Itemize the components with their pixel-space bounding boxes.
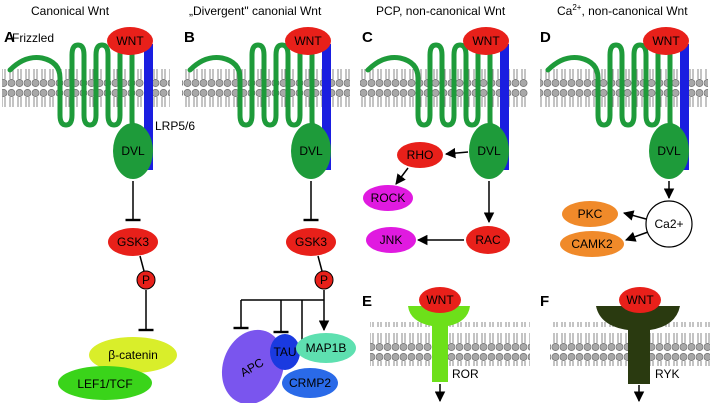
svg-text:P: P — [320, 273, 328, 287]
lrp-coreceptor-b — [322, 44, 331, 170]
svg-text:DVL: DVL — [121, 144, 145, 158]
dvl-node-a: DVL — [113, 123, 153, 179]
svg-text:P: P — [142, 273, 150, 287]
lef-tcf-node: LEF1/TCF — [58, 366, 152, 400]
gsk3-node-b: GSK3 — [286, 228, 336, 256]
wnt-ligand-d: WNT — [643, 27, 689, 55]
panel-letter-d: D — [540, 29, 551, 46]
wnt-ligand-f: WNT — [619, 287, 661, 313]
svg-text:MAP1B: MAP1B — [306, 341, 347, 355]
arrow-rho-rock — [395, 167, 409, 185]
ror-label: ROR — [452, 367, 479, 381]
panel-b-title: „Divergent" canonial Wnt — [189, 4, 322, 18]
wnt-ligand-c: WNT — [463, 27, 509, 55]
svg-text:PKC: PKC — [578, 207, 603, 221]
svg-text:JNK: JNK — [380, 233, 403, 247]
svg-text:WNT: WNT — [626, 293, 654, 307]
svg-text:RHO: RHO — [407, 148, 434, 162]
dvl-node-b: DVL — [291, 123, 331, 179]
gsk3-to-phospho-a — [139, 255, 145, 272]
camk2-node: CAMK2 — [560, 231, 624, 257]
svg-text:RAC: RAC — [475, 233, 501, 247]
ryk-label: RYK — [655, 367, 679, 381]
svg-text:ROCK: ROCK — [371, 191, 406, 205]
lrp-coreceptor-d — [680, 44, 689, 170]
phospho-node-a: P — [136, 270, 156, 290]
svg-text:WNT: WNT — [116, 34, 144, 48]
svg-text:DVL: DVL — [299, 144, 323, 158]
ror-receptor — [408, 306, 470, 382]
arrow-ca2-pkc — [622, 210, 647, 221]
phospho-node-b: P — [314, 270, 334, 290]
gsk3-to-phospho-b — [317, 255, 323, 272]
crmp2-node: CRMP2 — [282, 368, 338, 398]
panel-letter-c: C — [362, 29, 373, 46]
svg-text:DVL: DVL — [657, 144, 681, 158]
svg-text:WNT: WNT — [294, 34, 322, 48]
panel-a-title: Canonical Wnt — [31, 4, 110, 18]
dvl-node-d: DVL — [649, 123, 689, 179]
rac-node: RAC — [466, 226, 510, 254]
svg-text:TAU: TAU — [273, 345, 296, 359]
svg-text:LEF1/TCF: LEF1/TCF — [77, 377, 132, 391]
membrane-e — [370, 322, 530, 366]
svg-text:β-catenin: β-catenin — [108, 348, 158, 362]
tau-node: TAU — [270, 334, 300, 370]
beta-catenin-node: β-catenin — [89, 337, 177, 373]
frizzled-label: Frizzled — [12, 31, 54, 45]
wnt-ligand-e: WNT — [419, 287, 461, 313]
rock-node: ROCK — [363, 185, 413, 211]
lrp-coreceptor-c — [500, 44, 509, 170]
svg-text:DVL: DVL — [477, 144, 501, 158]
svg-text:Ca2+: Ca2+ — [654, 217, 683, 231]
svg-text:GSK3: GSK3 — [295, 235, 327, 249]
rho-node: RHO — [397, 142, 443, 168]
jnk-node: JNK — [366, 227, 416, 253]
svg-text:WNT: WNT — [426, 293, 454, 307]
svg-text:WNT: WNT — [472, 34, 500, 48]
arrow-ca2-camk2 — [625, 231, 649, 242]
arrow-dvl-rho — [444, 147, 469, 159]
panel-letter-a: A — [4, 29, 15, 46]
svg-text:WNT: WNT — [652, 34, 680, 48]
wnt-ligand-a: WNT — [107, 27, 153, 55]
panel-letter-f: F — [540, 293, 549, 310]
ca2-node: Ca2+ — [645, 200, 693, 248]
lrp-label: LRP5/6 — [155, 119, 195, 133]
gsk3-node-a: GSK3 — [108, 228, 158, 256]
panel-letter-b: B — [184, 29, 195, 46]
dvl-node-c: DVL — [469, 123, 509, 179]
ryk-receptor — [596, 306, 680, 384]
svg-text:GSK3: GSK3 — [117, 235, 149, 249]
map1b-node: MAP1B — [296, 333, 356, 363]
pkc-node: PKC — [562, 201, 618, 227]
apc-node: APC — [221, 329, 285, 403]
panel-d-title: Ca2+, non-canonical Wnt — [557, 3, 688, 18]
svg-text:CAMK2: CAMK2 — [571, 237, 613, 251]
svg-text:CRMP2: CRMP2 — [289, 376, 331, 390]
panel-c-title: PCP, non-canonical Wnt — [376, 4, 506, 18]
panel-letter-e: E — [362, 293, 372, 310]
lrp-coreceptor-a — [144, 44, 153, 170]
wnt-ligand-b: WNT — [285, 27, 331, 55]
